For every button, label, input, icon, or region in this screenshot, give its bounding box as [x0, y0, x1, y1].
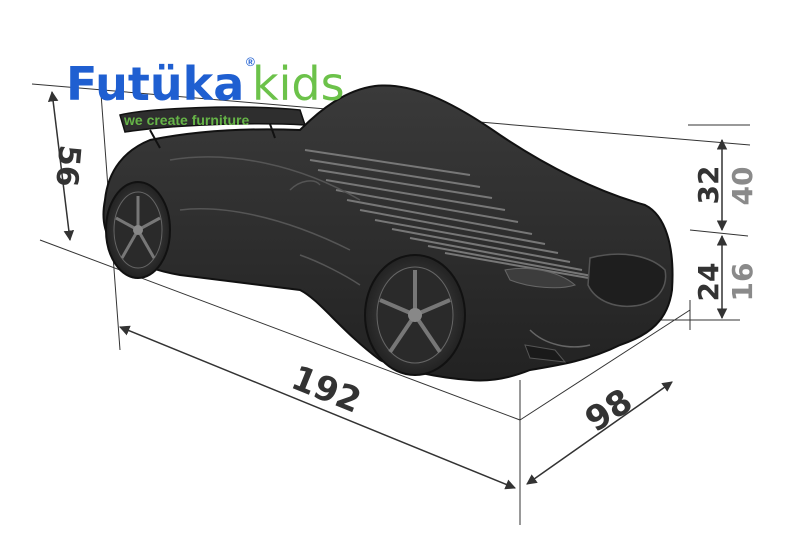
- dimension-lines: [47, 90, 728, 490]
- dim-line-length: [119, 325, 516, 490]
- car-spoiler: [119, 106, 307, 133]
- logo-registered-mark: ®: [246, 55, 255, 69]
- dim-label-width: 98: [578, 381, 639, 440]
- logo-brand-text: Futüka: [66, 57, 244, 111]
- car-bed: [102, 84, 674, 382]
- dim-label-overall-height: 56: [48, 144, 87, 189]
- dim-label-lower-height-alt: 16: [726, 263, 759, 302]
- car-headlight: [504, 267, 576, 289]
- dim-line-width: [526, 381, 673, 485]
- dim-label-upper-height: 32: [692, 166, 725, 205]
- brand-logo: Futüka ® kids we create furniture: [66, 55, 345, 128]
- bed-slats: [304, 149, 601, 281]
- dim-label-upper-height-total: 40: [726, 167, 759, 206]
- dim-line-overall-height: [47, 90, 75, 242]
- dim-label-lower-height: 24: [692, 263, 725, 302]
- logo-tagline: we create furniture: [123, 112, 249, 128]
- dim-label-length: 192: [286, 358, 367, 422]
- rear-wheel: [105, 181, 171, 279]
- logo-suffix-text: kids: [252, 57, 345, 111]
- front-wheel: [364, 254, 466, 376]
- car-grille: [587, 253, 667, 307]
